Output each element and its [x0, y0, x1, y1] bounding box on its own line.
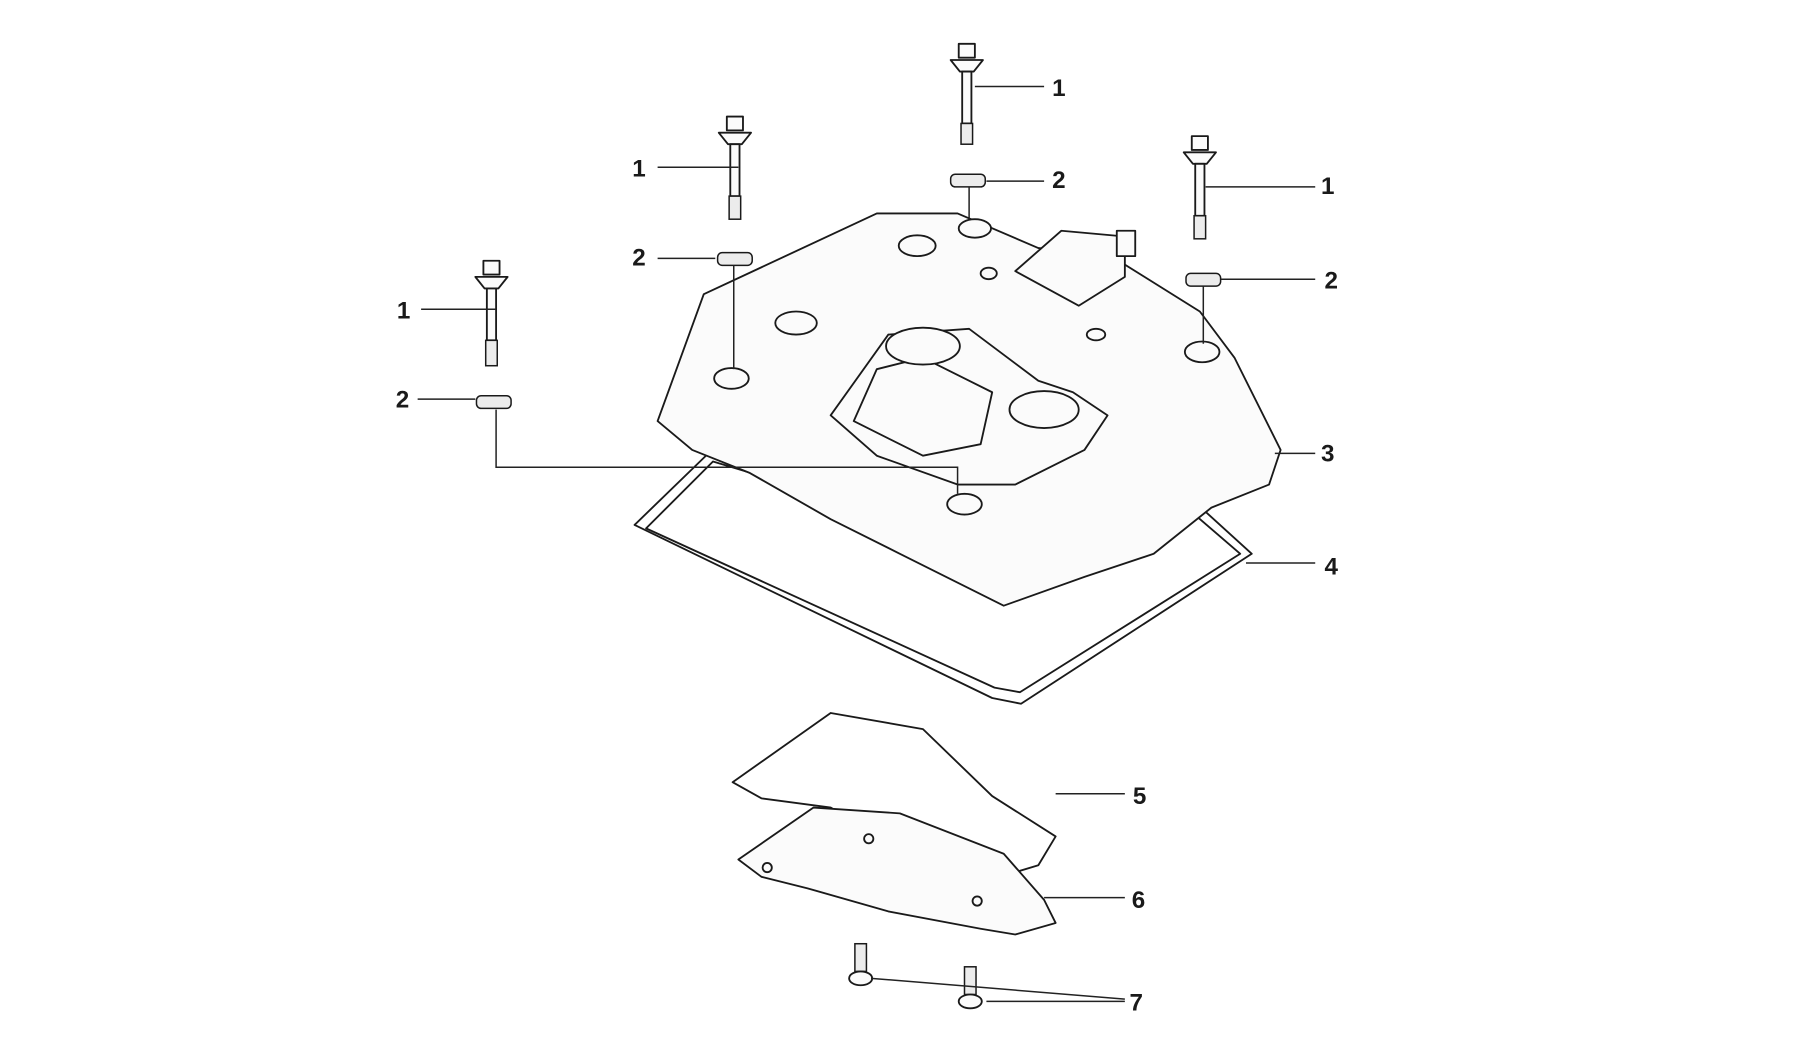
callout-cover-gasket: 4: [1324, 554, 1338, 581]
callout-bolt: 1: [397, 297, 410, 324]
callout-plate: 6: [1132, 887, 1145, 914]
plate: [737, 806, 1057, 936]
callout-washer: 2: [1324, 267, 1337, 294]
callout-screws: 7: [1129, 990, 1142, 1017]
head-cover: [656, 212, 1282, 607]
inner-gasket: [731, 712, 1057, 887]
callout-washer: 2: [1052, 167, 1065, 194]
callout-inner-gasket: 5: [1133, 783, 1146, 810]
callout-washer: 2: [396, 386, 409, 413]
leader-lines: [417, 85, 1316, 1003]
washer-icons: [475, 173, 1222, 410]
callout-bolt: 1: [632, 156, 645, 183]
callout-head-cover: 3: [1321, 440, 1334, 467]
bolt-icons: [474, 42, 1217, 367]
callout-washer: 2: [632, 244, 645, 271]
callout-bolt: 1: [1052, 75, 1065, 102]
callout-bolt: 1: [1321, 173, 1334, 200]
screw-icons: [848, 942, 983, 1010]
